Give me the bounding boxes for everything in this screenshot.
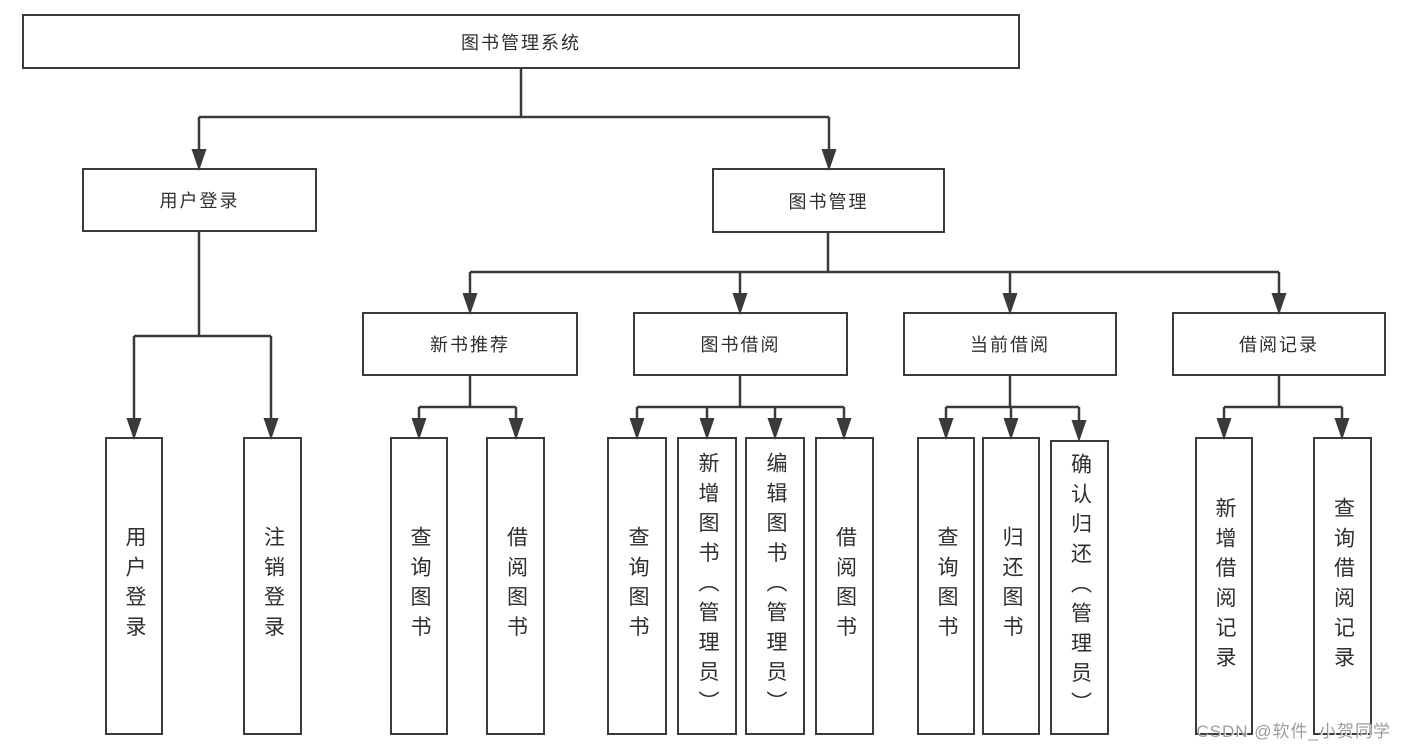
node-label: 新书推荐 [430,335,510,355]
node-label: 借阅图书 [833,526,857,646]
node-label: 当前借阅 [970,335,1050,355]
node-label: 图书管理 [788,191,869,212]
node-label: 新增借阅记录 [1213,496,1236,676]
node-label: 图书管理系统 [461,32,581,53]
node-logout-leaf: 注销登录 [243,437,302,735]
node-user-login-leaf: 用户登录 [105,437,163,735]
node-query-books-recommend: 查询图书 [390,437,448,735]
node-edit-book-admin: 编辑图书（管理员） [745,437,805,735]
node-book-management: 图书管理 [712,168,945,233]
node-user-login: 用户登录 [82,168,317,232]
node-add-borrow-record: 新增借阅记录 [1195,437,1253,735]
node-label: 查询借阅记录 [1331,496,1355,676]
node-current-borrowing: 当前借阅 [903,312,1117,376]
node-label: 查询图书 [935,526,958,646]
node-label: 查询图书 [626,526,649,646]
node-label: 用户登录 [123,526,146,646]
node-label: 借阅记录 [1239,335,1319,355]
node-query-borrow-record: 查询借阅记录 [1313,437,1372,735]
node-borrow-books-recommend: 借阅图书 [486,437,545,735]
node-book-borrowing: 图书借阅 [633,312,848,376]
node-confirm-return-admin: 确认归还（管理员） [1050,440,1109,735]
node-label: 新增图书（管理员） [696,451,719,721]
node-label: 查询图书 [408,526,431,646]
node-add-book-admin: 新增图书（管理员） [677,437,737,735]
node-query-books-borrowing: 查询图书 [607,437,667,735]
node-label: 用户登录 [159,191,240,211]
node-label: 确认归还（管理员） [1068,453,1092,722]
node-label: 注销登录 [261,526,285,646]
node-label: 归还图书 [1000,526,1023,646]
node-label: 图书借阅 [700,335,781,355]
node-library-management-system: 图书管理系统 [22,14,1020,69]
node-borrowing-records: 借阅记录 [1172,312,1386,376]
node-new-book-recommendation: 新书推荐 [362,312,578,376]
node-return-books: 归还图书 [982,437,1040,735]
csdn-watermark: CSDN @软件_小贺同学 [1196,722,1391,741]
node-query-books-current: 查询图书 [917,437,975,735]
node-label: 编辑图书（管理员） [764,451,787,721]
node-borrow-books-borrowing: 借阅图书 [815,437,874,735]
node-label: 借阅图书 [504,526,528,646]
